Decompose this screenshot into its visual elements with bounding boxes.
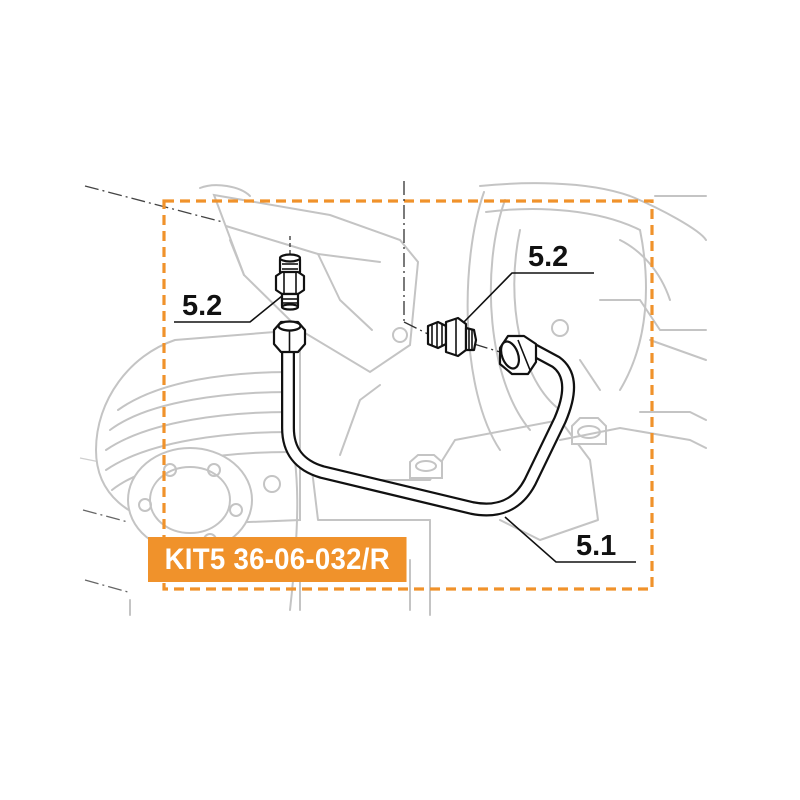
background-machine bbox=[79, 182, 707, 616]
callout-pipe: 5.1 bbox=[576, 530, 616, 562]
left-pipe-nut bbox=[272, 320, 307, 354]
left-fitting bbox=[274, 253, 306, 311]
kit-boundary-frame bbox=[162, 199, 654, 591]
callout-fitting-left: 5.2 bbox=[182, 290, 222, 322]
callout-fitting-right: 5.2 bbox=[528, 241, 568, 273]
pipe-assembly bbox=[281, 341, 576, 517]
right-pipe-nut bbox=[498, 334, 538, 376]
right-fitting bbox=[426, 316, 478, 358]
kit-code-label: KIT5 36-06-032/R bbox=[148, 537, 407, 582]
